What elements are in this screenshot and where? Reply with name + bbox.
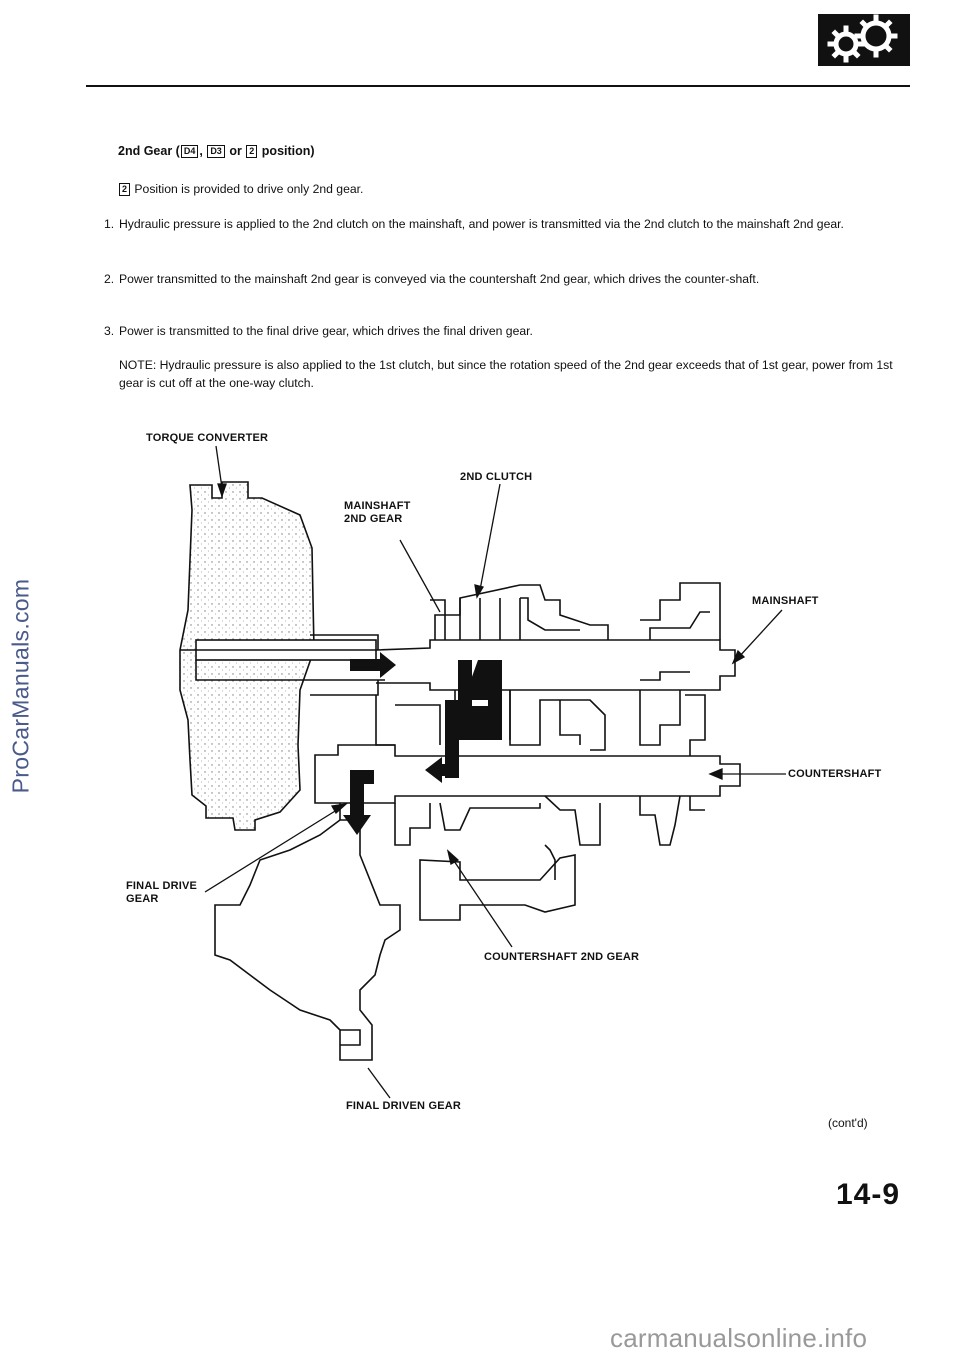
list-item: 3. Power is transmitted to the final dri… bbox=[104, 324, 533, 338]
2-position-box: 2 bbox=[246, 145, 258, 158]
label-countershaft: COUNTERSHAFT bbox=[788, 768, 882, 780]
gears-section-icon bbox=[818, 14, 910, 66]
header-rule bbox=[86, 85, 910, 87]
list-item: 1. Hydraulic pressure is applied to the … bbox=[104, 217, 844, 231]
intro-paragraph: 2 Position is provided to drive only 2nd… bbox=[118, 180, 898, 198]
d3-position-box: D3 bbox=[207, 145, 225, 158]
label-final-driven-gear: FINAL DRIVEN GEAR bbox=[346, 1100, 462, 1112]
gears-icon bbox=[827, 14, 898, 63]
label-final-drive-gear-line2: GEAR bbox=[126, 893, 159, 905]
mainshaft bbox=[375, 639, 736, 691]
page-number: 14-9 bbox=[836, 1178, 901, 1211]
note-paragraph: NOTE: Hydraulic pressure is also applied… bbox=[119, 358, 893, 390]
label-2nd-clutch: 2ND CLUTCH bbox=[460, 471, 533, 483]
list-item: 2. Power transmitted to the mainshaft 2n… bbox=[104, 272, 760, 286]
label-mainshaft-2nd-gear-line2: 2ND GEAR bbox=[344, 513, 403, 525]
label-final-drive-gear: FINAL DRIVE bbox=[126, 880, 198, 892]
label-countershaft-2nd-gear: COUNTERSHAFT 2ND GEAR bbox=[484, 951, 640, 963]
2-position-box: 2 bbox=[119, 183, 131, 196]
label-torque-converter: TORQUE CONVERTER bbox=[146, 432, 269, 444]
continued-note: (cont'd) bbox=[828, 1116, 868, 1130]
power-flow-arrow-in bbox=[350, 652, 396, 678]
section-heading: 2nd Gear (D4, D3 or 2 position) bbox=[118, 144, 315, 158]
d4-position-box: D4 bbox=[180, 145, 199, 158]
watermark-bottom: carmanualsonline.info bbox=[610, 1323, 868, 1353]
countershaft bbox=[314, 744, 741, 804]
label-mainshaft-2nd-gear: MAINSHAFT bbox=[344, 500, 411, 512]
label-mainshaft: MAINSHAFT bbox=[752, 595, 819, 607]
